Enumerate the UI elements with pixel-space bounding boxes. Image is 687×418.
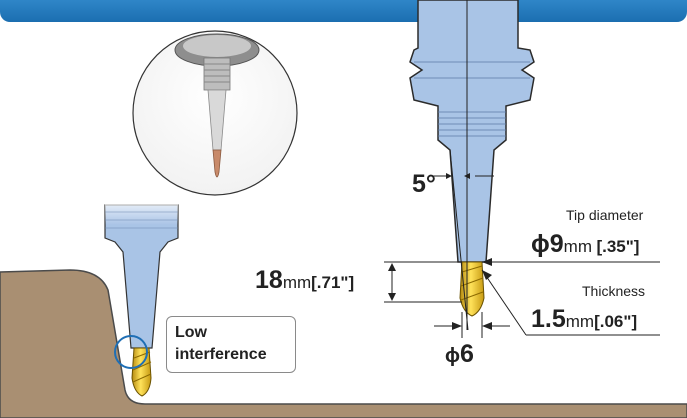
thickness-leader (481, 269, 660, 336)
low-interference-callout: Low interference (166, 316, 296, 373)
shank-symbol: ϕ (445, 345, 460, 367)
left-tool (104, 195, 179, 397)
length-dimension (384, 261, 462, 303)
tip-diameter-caption: Tip diameter (566, 207, 644, 223)
thickness-unit: mm (565, 312, 595, 331)
length-number: 18 (255, 266, 283, 294)
callout-line-2: interference (175, 346, 267, 363)
callout-line-1: Low (175, 324, 207, 341)
tip-imperial: [.35"] (596, 237, 640, 256)
tool-photo (132, 30, 298, 196)
thickness-number: 1.5 (531, 305, 566, 333)
tip-unit: mm (563, 237, 592, 256)
shank-number: 6 (460, 340, 474, 368)
main-tool-bit (459, 261, 485, 317)
tip-diameter-value: ϕ9mm [.35"] (531, 230, 639, 259)
shank-diameter-value: ϕ6 (445, 340, 474, 369)
main-holder (409, 0, 535, 330)
tip-leader (482, 258, 660, 266)
length-unit: mm (282, 273, 312, 292)
thickness-value: 1.5mm[.06"] (531, 305, 637, 334)
length-value: 18mm[.71"] (255, 266, 354, 295)
left-tool-bit (131, 347, 152, 397)
workpiece (0, 269, 687, 418)
length-imperial: [.71"] (311, 273, 355, 292)
shank-dimension (434, 312, 510, 338)
thickness-caption: Thickness (582, 283, 646, 299)
thickness-imperial: [.06"] (594, 312, 638, 331)
tip-number: 9 (549, 230, 564, 258)
angle-indicator (430, 149, 494, 331)
interference-circle (114, 335, 148, 369)
tip-symbol: ϕ (531, 230, 550, 258)
angle-label: 5° (412, 170, 436, 198)
